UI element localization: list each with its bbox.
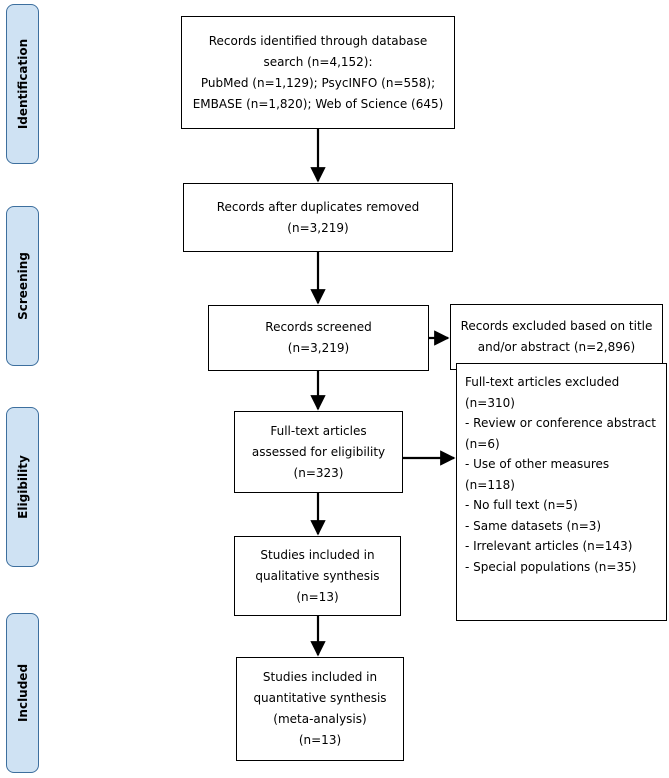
box-text: (n=310) <box>465 395 515 410</box>
box-text: Records identified through database <box>208 33 428 48</box>
box-text: Records screened <box>265 320 372 334</box>
box-text: (n=13) <box>296 589 339 604</box>
box-text: Records excluded based on title <box>460 319 653 333</box>
box-fulltext-assessed: Full-text articles assessed for eligibil… <box>234 411 403 493</box>
box-text: assessed for eligibility <box>251 444 386 459</box>
box-text: Full-text articles excluded <box>465 375 620 389</box>
box-text: Studies included in <box>260 547 375 562</box>
box-qualitative-synthesis: Studies included in qualitative synthesi… <box>234 536 401 616</box>
box-records-after-duplicates: Records after duplicates removed (n=3,21… <box>183 183 453 252</box>
box-text: (n=13) <box>298 733 342 747</box>
box-text: PubMed (n=1,129); PsycINFO (n=558); <box>200 75 436 90</box>
box-text: - Use of other measures <box>465 457 610 471</box>
box-records-identified: Records identified through database sear… <box>181 16 455 129</box>
box-text: qualitative synthesis <box>255 568 380 583</box>
box-text: Records after duplicates removed <box>216 199 420 214</box>
box-text: Full-text articles <box>270 423 367 438</box>
box-text: (n=118) <box>465 477 515 492</box>
phase-identification: Identification <box>6 4 39 164</box>
box-text: - Special populations (n=35) <box>465 559 637 574</box>
box-text: (n=6) <box>465 436 500 451</box>
box-text: (meta-analysis) <box>273 712 367 726</box>
box-text: - Review or conference abstract <box>465 416 656 430</box>
box-text: EMBASE (n=1,820); Web of Science (645) <box>192 96 444 111</box>
box-text: quantitative synthesis <box>253 691 387 705</box>
box-text: Studies included in <box>262 670 378 684</box>
phase-screening: Screening <box>6 206 39 366</box>
box-text: - No full text (n=5) <box>465 498 578 512</box>
phase-included: Included <box>6 613 39 773</box>
box-records-excluded: Records excluded based on title and/or a… <box>450 304 663 370</box>
box-fulltext-excluded: Full-text articles excluded (n=310) - Re… <box>456 363 667 621</box>
box-text: and/or abstract (n=2,896) <box>477 340 636 354</box>
phase-eligibility: Eligibility <box>6 407 39 567</box>
box-text: - Irrelevant articles (n=143) <box>465 539 633 553</box>
box-text: (n=3,219) <box>287 220 349 235</box>
box-text: (n=3,219) <box>287 341 350 355</box>
box-text: (n=323) <box>293 465 344 480</box>
box-text: search (n=4,152): <box>263 54 373 69</box>
box-text: - Same datasets (n=3) <box>465 518 602 533</box>
box-records-screened: Records screened (n=3,219) <box>208 305 429 371</box>
box-quantitative-synthesis: Studies included in quantitative synthes… <box>236 657 404 761</box>
